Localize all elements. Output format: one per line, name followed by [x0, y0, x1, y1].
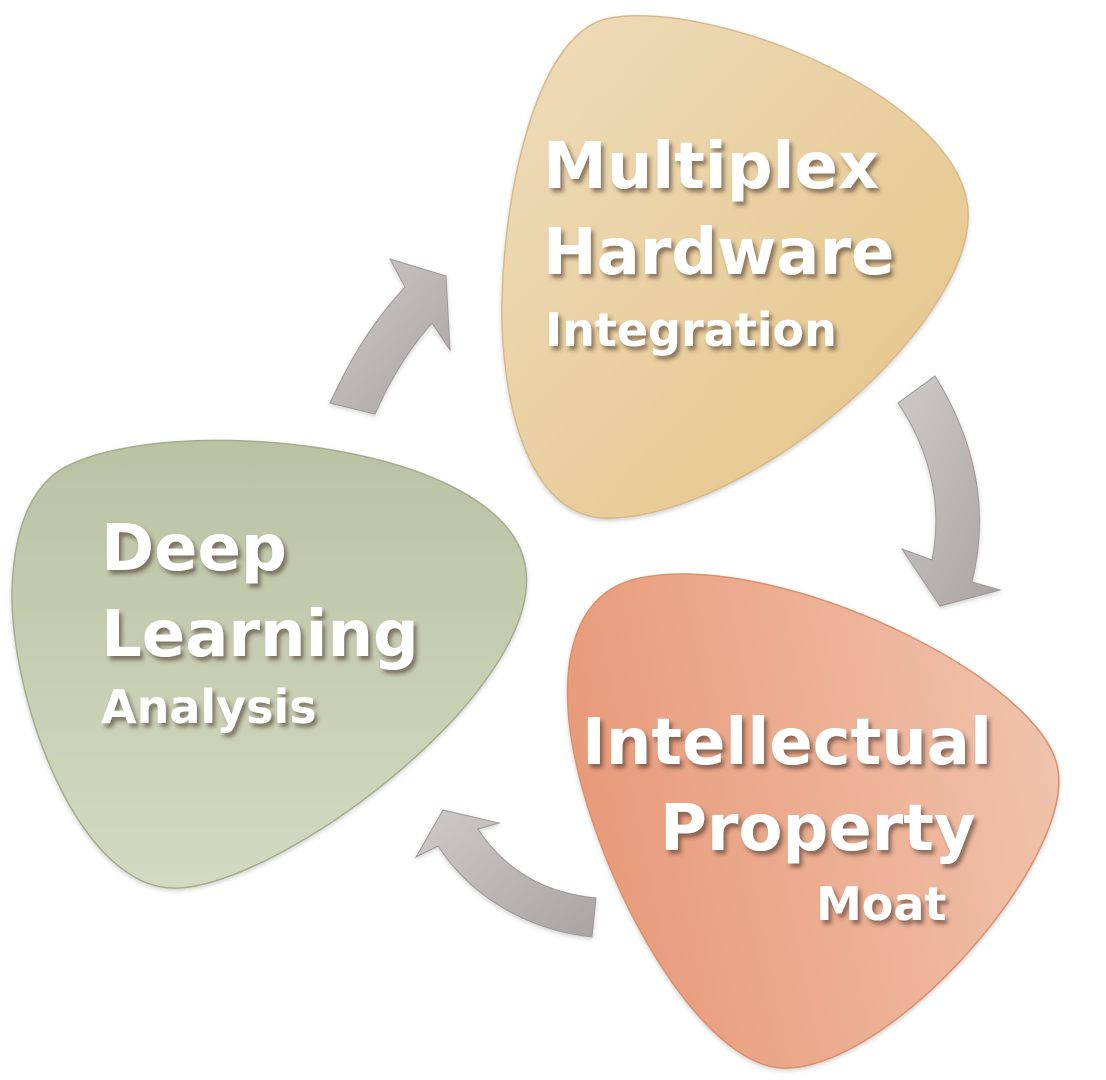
- arrow-hw-to-ip-icon: [897, 375, 1002, 607]
- ip-title-line2: Property: [660, 792, 976, 866]
- node-hardware: Multiplex Hardware Integration: [501, 15, 969, 519]
- deep-learning-subtitle: Analysis: [101, 680, 317, 734]
- arrow-dl-to-hw-icon: [329, 258, 451, 415]
- hardware-subtitle: Integration: [545, 303, 837, 357]
- arrow-ip-to-dl-icon: [414, 809, 597, 938]
- ip-blob: [566, 573, 1060, 1069]
- deep-learning-title-line2: Learning: [101, 598, 419, 672]
- hardware-title-line2: Hardware: [543, 216, 894, 290]
- hardware-title-line1: Multiplex: [543, 130, 879, 204]
- node-deep-learning: Deep Learning Analysis: [11, 439, 528, 889]
- deep-learning-blob: [11, 439, 528, 889]
- ip-subtitle: Moat: [816, 877, 946, 931]
- hardware-blob: [501, 15, 969, 519]
- node-ip: Intellectual Property Moat: [566, 573, 1060, 1069]
- deep-learning-title-line1: Deep: [101, 512, 287, 586]
- ip-title-line1: Intellectual: [582, 706, 992, 780]
